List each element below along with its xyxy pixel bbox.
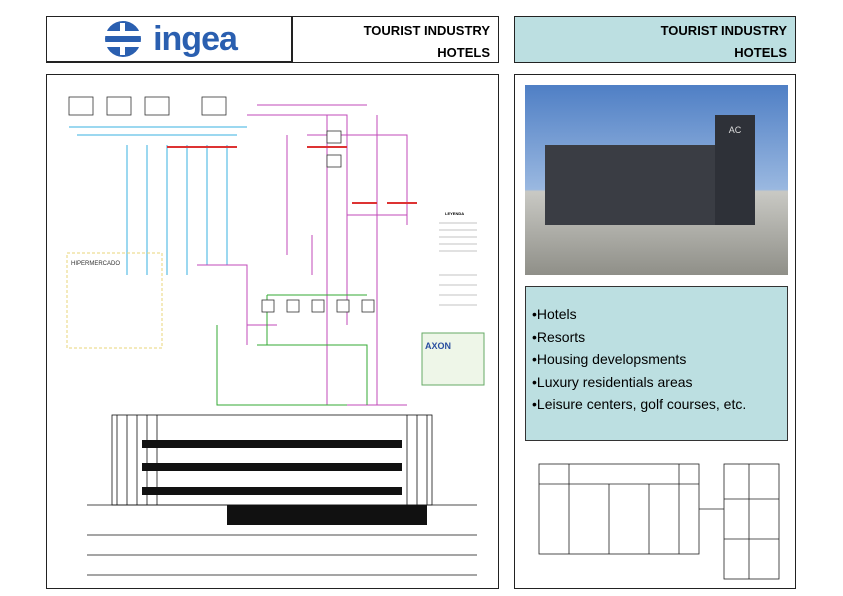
ingea-logo: ingea — [46, 16, 293, 63]
hotel-sign: AC — [715, 115, 755, 225]
inset-label: HIPERMERCADO — [71, 261, 120, 267]
sectors-list: •Hotels •Resorts •Housing developsments … — [525, 286, 788, 441]
list-item: •Hotels — [532, 306, 577, 322]
logo-text: ingea — [153, 19, 238, 58]
stamp-brand: AXON — [425, 341, 451, 351]
legend-title: LEYENDA — [445, 211, 464, 216]
right-title-line-2: HOTELS — [734, 45, 787, 60]
header-title: TOURIST INDUSTRY HOTELS — [292, 16, 499, 63]
hydraulic-schematic: HIPERMERCADO LEYENDA AXON — [66, 96, 485, 576]
list-item: •Resorts — [532, 328, 586, 345]
hotel-photo: AC — [525, 85, 788, 275]
floor-plan — [538, 463, 780, 580]
list-item: •Leisure centers, golf courses, etc. — [532, 396, 747, 412]
right-panel: AC •Hotels •Resorts •Housing developsmen… — [514, 74, 796, 589]
title-line-2: HOTELS — [437, 45, 490, 60]
hotel-building — [545, 145, 745, 225]
list-item: •Luxury residentials areas — [532, 373, 693, 390]
left-panel: HIPERMERCADO LEYENDA AXON — [46, 74, 499, 589]
list-item: •Housing developsments — [532, 351, 687, 367]
right-title-line-1: TOURIST INDUSTRY — [660, 23, 787, 38]
right-header-title: TOURIST INDUSTRY HOTELS — [514, 16, 796, 63]
title-line-1: TOURIST INDUSTRY — [363, 23, 490, 38]
ingea-logo-icon — [103, 21, 144, 57]
